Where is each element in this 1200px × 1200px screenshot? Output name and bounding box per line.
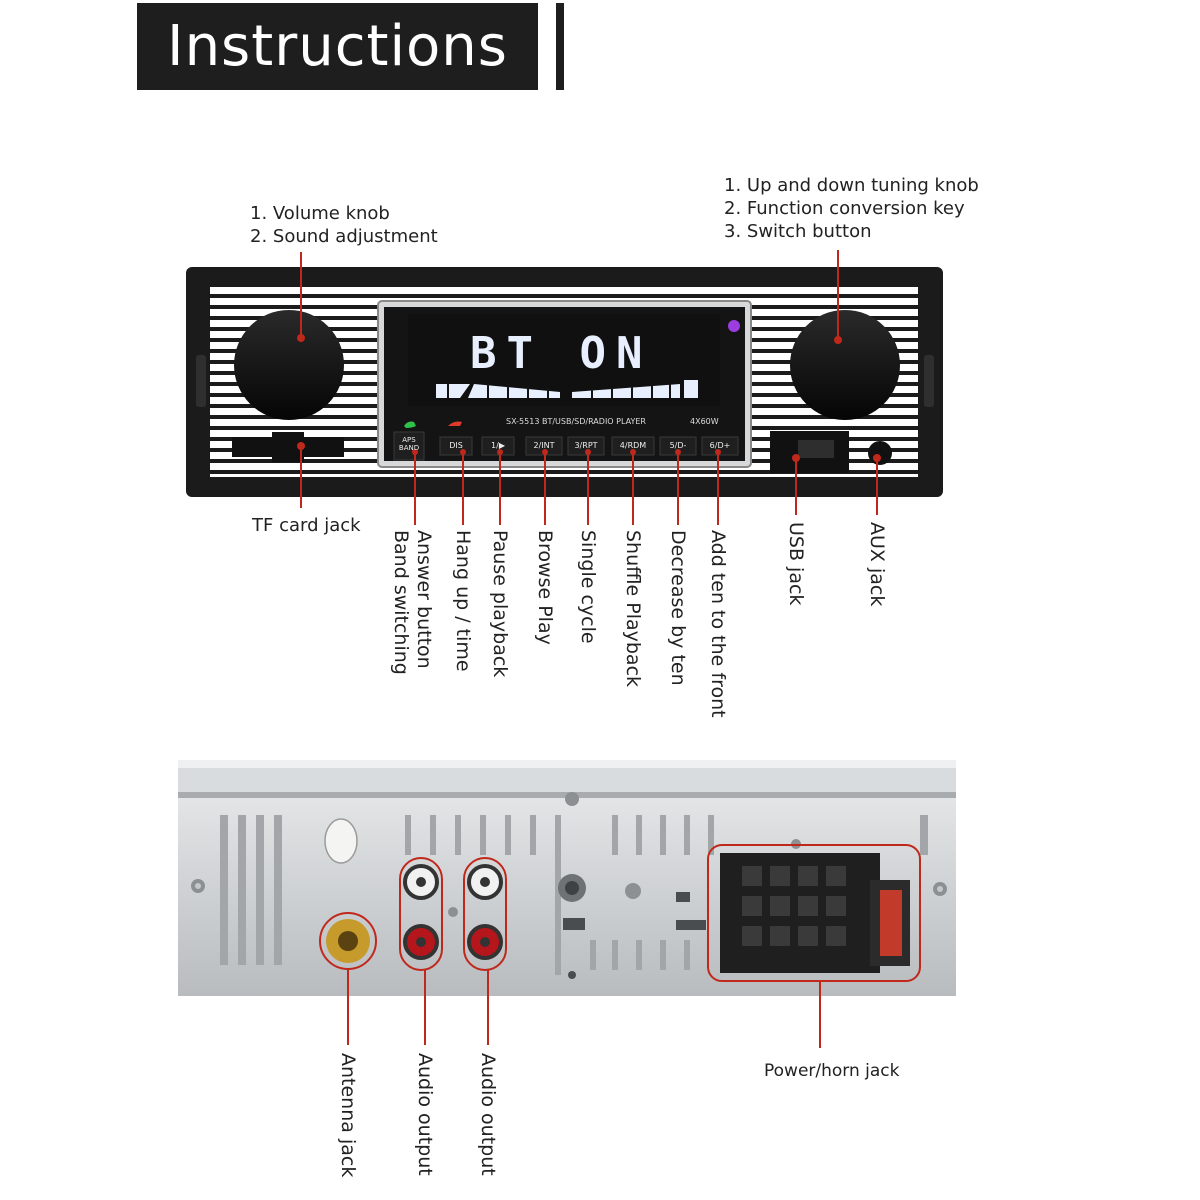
button-label: 4/RDM — [619, 441, 647, 450]
aux-jack-label: AUX jack — [866, 522, 888, 607]
button-aps-band[interactable]: APS BAND — [394, 436, 424, 452]
button-4-rdm[interactable]: 4/RDM — [612, 441, 654, 450]
tuning-knob-callout: 1. Up and down tuning knob 2. Function c… — [724, 174, 979, 243]
audio-output-label-2: Audio output — [477, 1053, 499, 1176]
lcd-display-text: BT ON — [470, 328, 653, 379]
callout-line-3: 3. Switch button — [724, 221, 872, 242]
title-banner: Instructions — [137, 3, 538, 90]
power-horn-label: Power/horn jack — [764, 1061, 900, 1081]
button-label: 2/INT — [533, 441, 555, 450]
hang-up-icon — [448, 421, 462, 426]
answer-call-icon — [404, 421, 416, 428]
button-label: DIS — [449, 441, 463, 450]
button-label: APS BAND — [398, 436, 420, 452]
answer-band-label: Answer button Band switching — [389, 530, 435, 680]
title-divider — [556, 3, 564, 90]
page-title: Instructions — [167, 14, 508, 79]
button-5-d-minus[interactable]: 5/D- — [660, 441, 696, 450]
callout-lines — [300, 250, 921, 1048]
tf-card-label: TF card jack — [252, 515, 361, 536]
usb-jack-label: USB jack — [785, 522, 807, 606]
front-panel — [186, 267, 943, 497]
pause-label: Pause playback — [489, 530, 511, 678]
aux-port[interactable] — [868, 441, 892, 465]
status-led — [728, 320, 740, 332]
browse-label: Browse Play — [534, 530, 556, 645]
volume-knob[interactable] — [234, 310, 344, 420]
tuning-knob[interactable] — [790, 310, 900, 420]
answer-label: Answer button — [413, 530, 435, 669]
decrease-label: Decrease by ten — [667, 530, 689, 686]
button-3-rpt[interactable]: 3/RPT — [568, 441, 604, 450]
callout-line-2: 2. Sound adjustment — [250, 226, 438, 247]
button-label: 3/RPT — [574, 441, 598, 450]
antenna-jack-label: Antenna jack — [337, 1053, 359, 1178]
button-6-d-plus[interactable]: 6/D+ — [702, 441, 738, 450]
button-2-int[interactable]: 2/INT — [526, 441, 562, 450]
volume-knob-callout: 1. Volume knob 2. Sound adjustment — [250, 202, 438, 248]
band-label: Band switching — [390, 530, 412, 675]
callout-line-1: 1. Volume knob — [250, 203, 390, 224]
model-line: SX-5513 BT/USB/SD/RADIO PLAYER — [506, 417, 646, 426]
button-label: 1/▶ — [491, 441, 505, 450]
add-ten-label: Add ten to the front — [707, 530, 729, 718]
button-dis[interactable]: DIS — [440, 441, 472, 450]
power-rating: 4X60W — [690, 417, 719, 426]
hang-up-label: Hang up / time — [452, 530, 474, 672]
button-1-play[interactable]: 1/▶ — [482, 441, 514, 450]
callout-line-1: 1. Up and down tuning knob — [724, 175, 979, 196]
button-label: 5/D- — [669, 441, 687, 450]
shuffle-label: Shuffle Playback — [622, 530, 644, 688]
audio-output-label-1: Audio output — [414, 1053, 436, 1176]
rear-panel — [178, 760, 956, 996]
single-cycle-label: Single cycle — [577, 530, 599, 644]
callout-line-2: 2. Function conversion key — [724, 198, 965, 219]
button-label: 6/D+ — [709, 441, 731, 450]
